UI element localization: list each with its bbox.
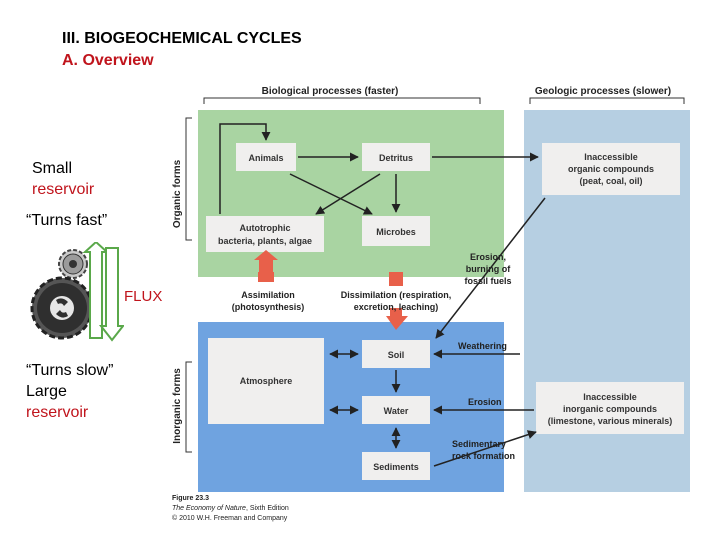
box-microbes: Microbes — [362, 216, 430, 246]
organic-flow-arrows — [219, 123, 539, 215]
turns-slow-label: “Turns slow” — [26, 362, 114, 379]
slide-title: III. BIOGEOCHEMICAL CYCLES — [62, 30, 302, 47]
biogeochemical-cycle-diagram: Biological processes (faster) Geologic p… — [172, 86, 690, 492]
turns-fast-label: “Turns fast” — [26, 212, 108, 229]
svg-text:Detritus: Detritus — [379, 153, 413, 163]
box-sediments: Sediments — [362, 452, 430, 480]
erosion-label: Erosion — [468, 397, 502, 407]
svg-text:organic compounds: organic compounds — [568, 164, 654, 174]
svg-text:(peat, coal, oil): (peat, coal, oil) — [579, 176, 642, 186]
flux-arrows-icon — [82, 242, 124, 342]
svg-text:Microbes: Microbes — [376, 227, 416, 237]
box-detritus: Detritus — [362, 143, 430, 171]
box-atmosphere: Atmosphere — [208, 338, 324, 424]
fossil-fuels-label: fossil fuels — [464, 276, 511, 286]
sedimentary-label: Sedimentary — [452, 439, 506, 449]
small-gear-icon — [58, 249, 88, 279]
svg-text:Atmosphere: Atmosphere — [240, 376, 293, 386]
weathering-label: Weathering — [458, 341, 507, 351]
large-reservoir-label: reservoir — [26, 404, 89, 421]
slide-subtitle: A. Overview — [62, 52, 154, 69]
large-gear-icon — [30, 276, 94, 340]
svg-text:Soil: Soil — [388, 350, 405, 360]
side-label-organic: Organic forms — [172, 159, 183, 228]
svg-text:Sediments: Sediments — [373, 462, 419, 472]
burning-of-label: burning of — [466, 264, 511, 274]
box-inaccessible-organic: Inaccessible organic compounds (peat, co… — [542, 143, 680, 195]
svg-text:(limestone, various minerals): (limestone, various minerals) — [548, 416, 673, 426]
book-title: The Economy of Nature — [172, 505, 246, 512]
svg-text:Inaccessible: Inaccessible — [584, 152, 638, 162]
dissimilation-sub-label: excretion, leaching) — [354, 302, 439, 312]
book-edition: , Sixth Edition — [245, 505, 289, 512]
rock-formation-label: rock formation — [452, 451, 515, 461]
svg-text:Inaccessible: Inaccessible — [583, 392, 637, 402]
figure-caption: Figure 23.3 The Economy of Nature, Sixth… — [172, 494, 289, 524]
dissimilation-label: Dissimilation (respiration, — [341, 290, 452, 300]
svg-text:Autotrophic: Autotrophic — [240, 223, 291, 233]
header-biological: Biological processes (faster) — [262, 86, 399, 97]
large-label: Large — [26, 383, 67, 400]
small-label: Small — [32, 160, 73, 177]
figure-number: Figure 23.3 — [172, 495, 209, 502]
box-autotrophic: Autotrophic bacteria, plants, algae — [206, 216, 324, 252]
inorganic-bracket — [185, 361, 192, 453]
photosynthesis-label: (photosynthesis) — [232, 302, 305, 312]
svg-text:Water: Water — [384, 406, 409, 416]
organic-bracket — [185, 117, 192, 241]
svg-text:inorganic compounds: inorganic compounds — [563, 404, 657, 414]
header-geologic: Geologic processes (slower) — [535, 86, 671, 97]
assimilation-flux-arrow — [254, 250, 278, 282]
dissimilation-flux-arrow — [386, 272, 408, 330]
flux-label: FLUX — [124, 288, 163, 305]
box-animals: Animals — [236, 143, 296, 171]
copyright: © 2010 W.H. Freeman and Company — [172, 515, 288, 522]
assimilation-label: Assimilation — [241, 290, 295, 300]
box-inaccessible-inorganic: Inaccessible inorganic compounds (limest… — [536, 382, 684, 434]
svg-text:Animals: Animals — [248, 153, 283, 163]
figure-source: The Economy of Nature, Sixth Edition — [172, 504, 289, 514]
svg-text:bacteria, plants, algae: bacteria, plants, algae — [218, 236, 312, 246]
box-water: Water — [362, 396, 430, 424]
inorganic-flow-arrows — [329, 197, 546, 467]
gears-flux-illustration — [30, 242, 124, 342]
small-reservoir-label: reservoir — [32, 181, 95, 198]
biological-bracket — [203, 97, 481, 104]
erosion-burning-label: Erosion, — [470, 252, 506, 262]
side-label-inorganic: Inorganic forms — [172, 368, 183, 444]
geologic-bracket — [529, 97, 685, 104]
box-soil: Soil — [362, 340, 430, 368]
